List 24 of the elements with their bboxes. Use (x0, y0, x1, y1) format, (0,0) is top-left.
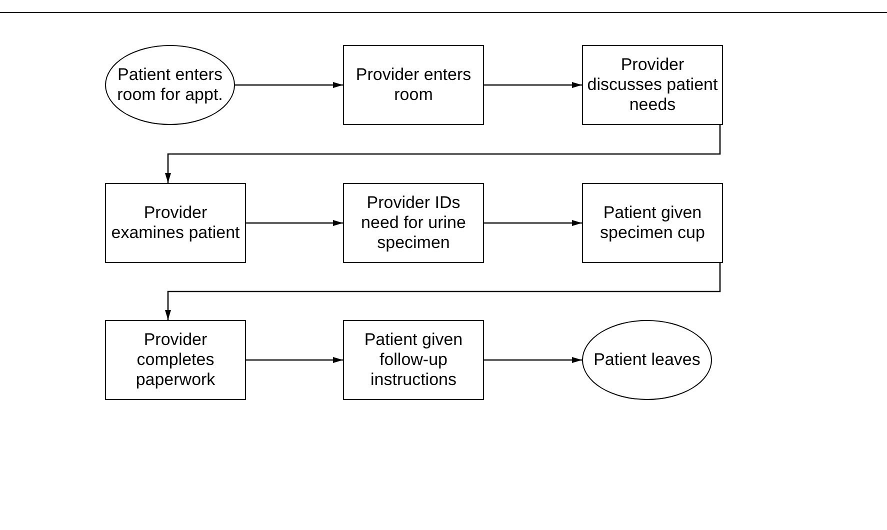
step-label: Provider discusses patient needs (587, 55, 718, 115)
step-label: Patient enters room for appt. (116, 65, 224, 105)
arrow (235, 82, 343, 88)
arrow (246, 357, 343, 363)
process-box (582, 45, 723, 125)
step-label: Patient leaves (594, 350, 700, 370)
step-label: Patient given specimen cup (599, 203, 706, 243)
step-label: Provider enters room (354, 65, 472, 105)
arrow (484, 220, 582, 226)
arrow (484, 357, 582, 363)
process-box (343, 45, 484, 125)
step-label: Patient given follow-up instructions (363, 330, 464, 390)
arrow (246, 220, 343, 226)
arrow (484, 82, 582, 88)
step-label: Provider IDs need for urine specimen (360, 193, 467, 253)
process-box (343, 183, 484, 263)
arrow (165, 125, 721, 183)
process-box (582, 183, 723, 263)
arrow (165, 263, 721, 320)
process-box (105, 320, 246, 400)
step-label: Provider completes paperwork (134, 330, 216, 390)
process-box (105, 183, 246, 263)
step-label: Provider examines patient (110, 203, 241, 243)
process-box (343, 320, 484, 400)
